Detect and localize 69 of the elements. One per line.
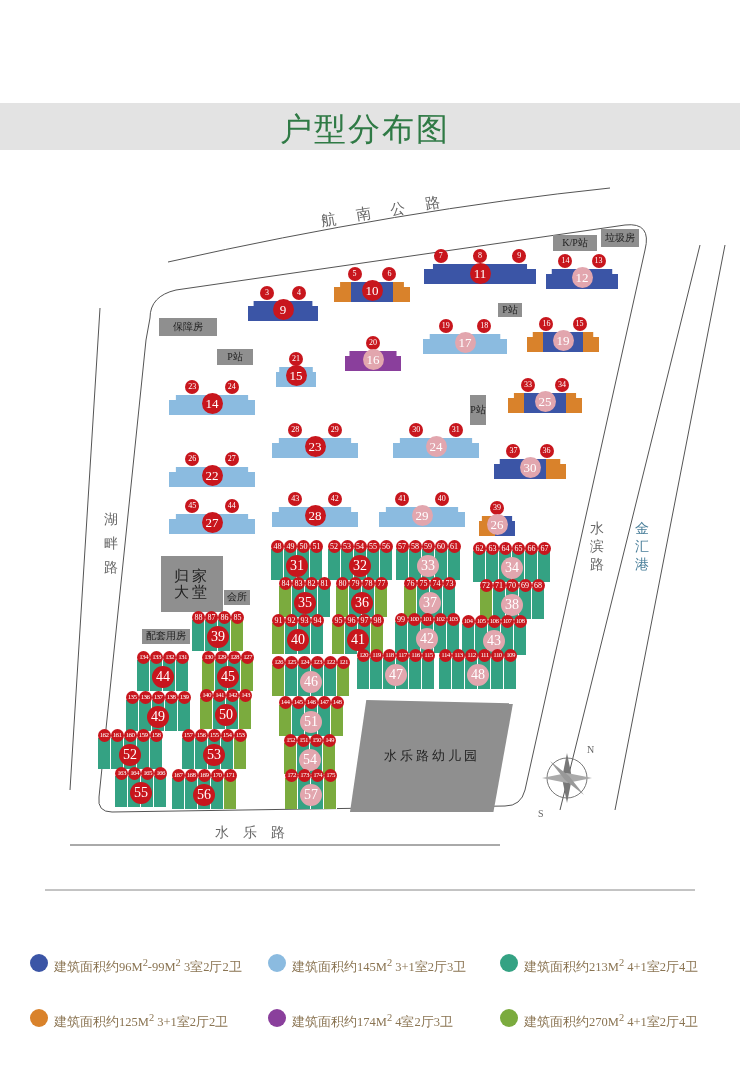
facility-box: P站: [470, 395, 486, 425]
unit-number-badge: 34: [555, 378, 569, 392]
unit-number-badge: 5: [347, 267, 362, 281]
unit-number-badge: 15: [572, 317, 587, 331]
unit-number-badge: 43: [288, 492, 303, 506]
unit-number-badge: 3: [259, 286, 274, 300]
unit-number-badge: 41: [395, 492, 410, 506]
unit-number-badge: 61: [447, 540, 461, 553]
legend-text: 建筑面积约174M$^{2}$ 4室2厅3卫: [292, 1011, 453, 1032]
unit-number-badge: 23: [185, 380, 200, 394]
unit-number-badge: 52: [327, 540, 341, 553]
unit-number-badge: 59: [421, 540, 435, 553]
school-plot: 水乐路幼儿园: [350, 700, 513, 812]
facility-box: 垃圾房: [601, 229, 639, 247]
legend-text: 建筑面积约96M$^{2}$-99M$^{2}$ 3室2厅2卫: [54, 956, 242, 977]
unit-number-badge: 33: [520, 378, 535, 392]
legend-text: 建筑面积约270M$^{2}$ 4+1室2厅4卫: [524, 1011, 699, 1032]
waterway-name: 金汇港: [635, 520, 649, 574]
road-name: 水乐路: [215, 824, 299, 842]
unit-number-badge: 8: [473, 249, 487, 263]
unit-number-badge: 26: [185, 452, 200, 466]
legend-text: 建筑面积约213M$^{2}$ 4+1室2厅4卫: [524, 956, 699, 977]
unit-number-badge: 30: [409, 423, 424, 437]
compass-letter: N: [587, 744, 595, 755]
unit-number-badge: 99: [394, 613, 408, 626]
unit-number-badge: 55: [366, 540, 380, 553]
unit-number-badge: 39: [490, 501, 504, 515]
unit-number-badge: 16: [539, 317, 554, 331]
facility-box: 保障房: [159, 318, 217, 336]
facility-box: K/P站: [553, 235, 597, 251]
unit-number-badge: 60: [434, 540, 448, 553]
facility-box: P站: [217, 349, 253, 365]
facility-box: P站: [498, 303, 522, 317]
unit-number-badge: 54: [353, 540, 367, 553]
unit-number-badge: 9: [512, 249, 527, 263]
unit-number-badge: 37: [506, 444, 521, 458]
unit-number-badge: 40: [434, 492, 449, 506]
facility-box: 会所: [224, 589, 250, 605]
unit-number-badge: 31: [448, 423, 463, 437]
unit-number-badge: 58: [408, 540, 422, 553]
unit-number-badge: 14: [558, 254, 573, 268]
unit-number-badge: 28: [288, 423, 303, 437]
legend-text: 建筑面积约145M$^{2}$ 3+1室2厅3卫: [292, 956, 467, 977]
unit-number-badge: 13: [591, 254, 606, 268]
road-name: 航南公路: [320, 190, 462, 231]
facility-box: 配套用房: [142, 628, 190, 644]
unit-number-badge: 7: [433, 249, 448, 263]
unit-number-badge: 4: [292, 286, 307, 300]
unit-number-badge: 20: [366, 336, 380, 350]
road-name: 湖畔路: [104, 511, 118, 577]
unit-number-badge: 29: [327, 423, 342, 437]
compass-letter: S: [538, 808, 544, 819]
unit-number-badge: 21: [289, 352, 303, 366]
legend-text: 建筑面积约125M$^{2}$ 3+1室2厅2卫: [54, 1011, 229, 1032]
unit-number-badge: 53: [340, 540, 354, 553]
unit-number-badge: 57: [395, 540, 409, 553]
unit-number-badge: 24: [224, 380, 239, 394]
unit-number-badge: 42: [327, 492, 342, 506]
unit-number-badge: 44: [224, 499, 239, 513]
unit-number-badge: 36: [539, 444, 554, 458]
unit-number-badge: 19: [438, 319, 453, 333]
unit-number-badge: 45: [185, 499, 200, 513]
unit-number-badge: 56: [379, 540, 393, 553]
unit-number-badge: 6: [382, 267, 397, 281]
clubhouse-building: 归家大堂: [161, 556, 223, 612]
road-name: 水滨路: [590, 520, 604, 574]
unit-number-badge: 27: [224, 452, 239, 466]
map-title: 户型分布图: [280, 110, 450, 149]
unit-number-badge: 18: [477, 319, 492, 333]
